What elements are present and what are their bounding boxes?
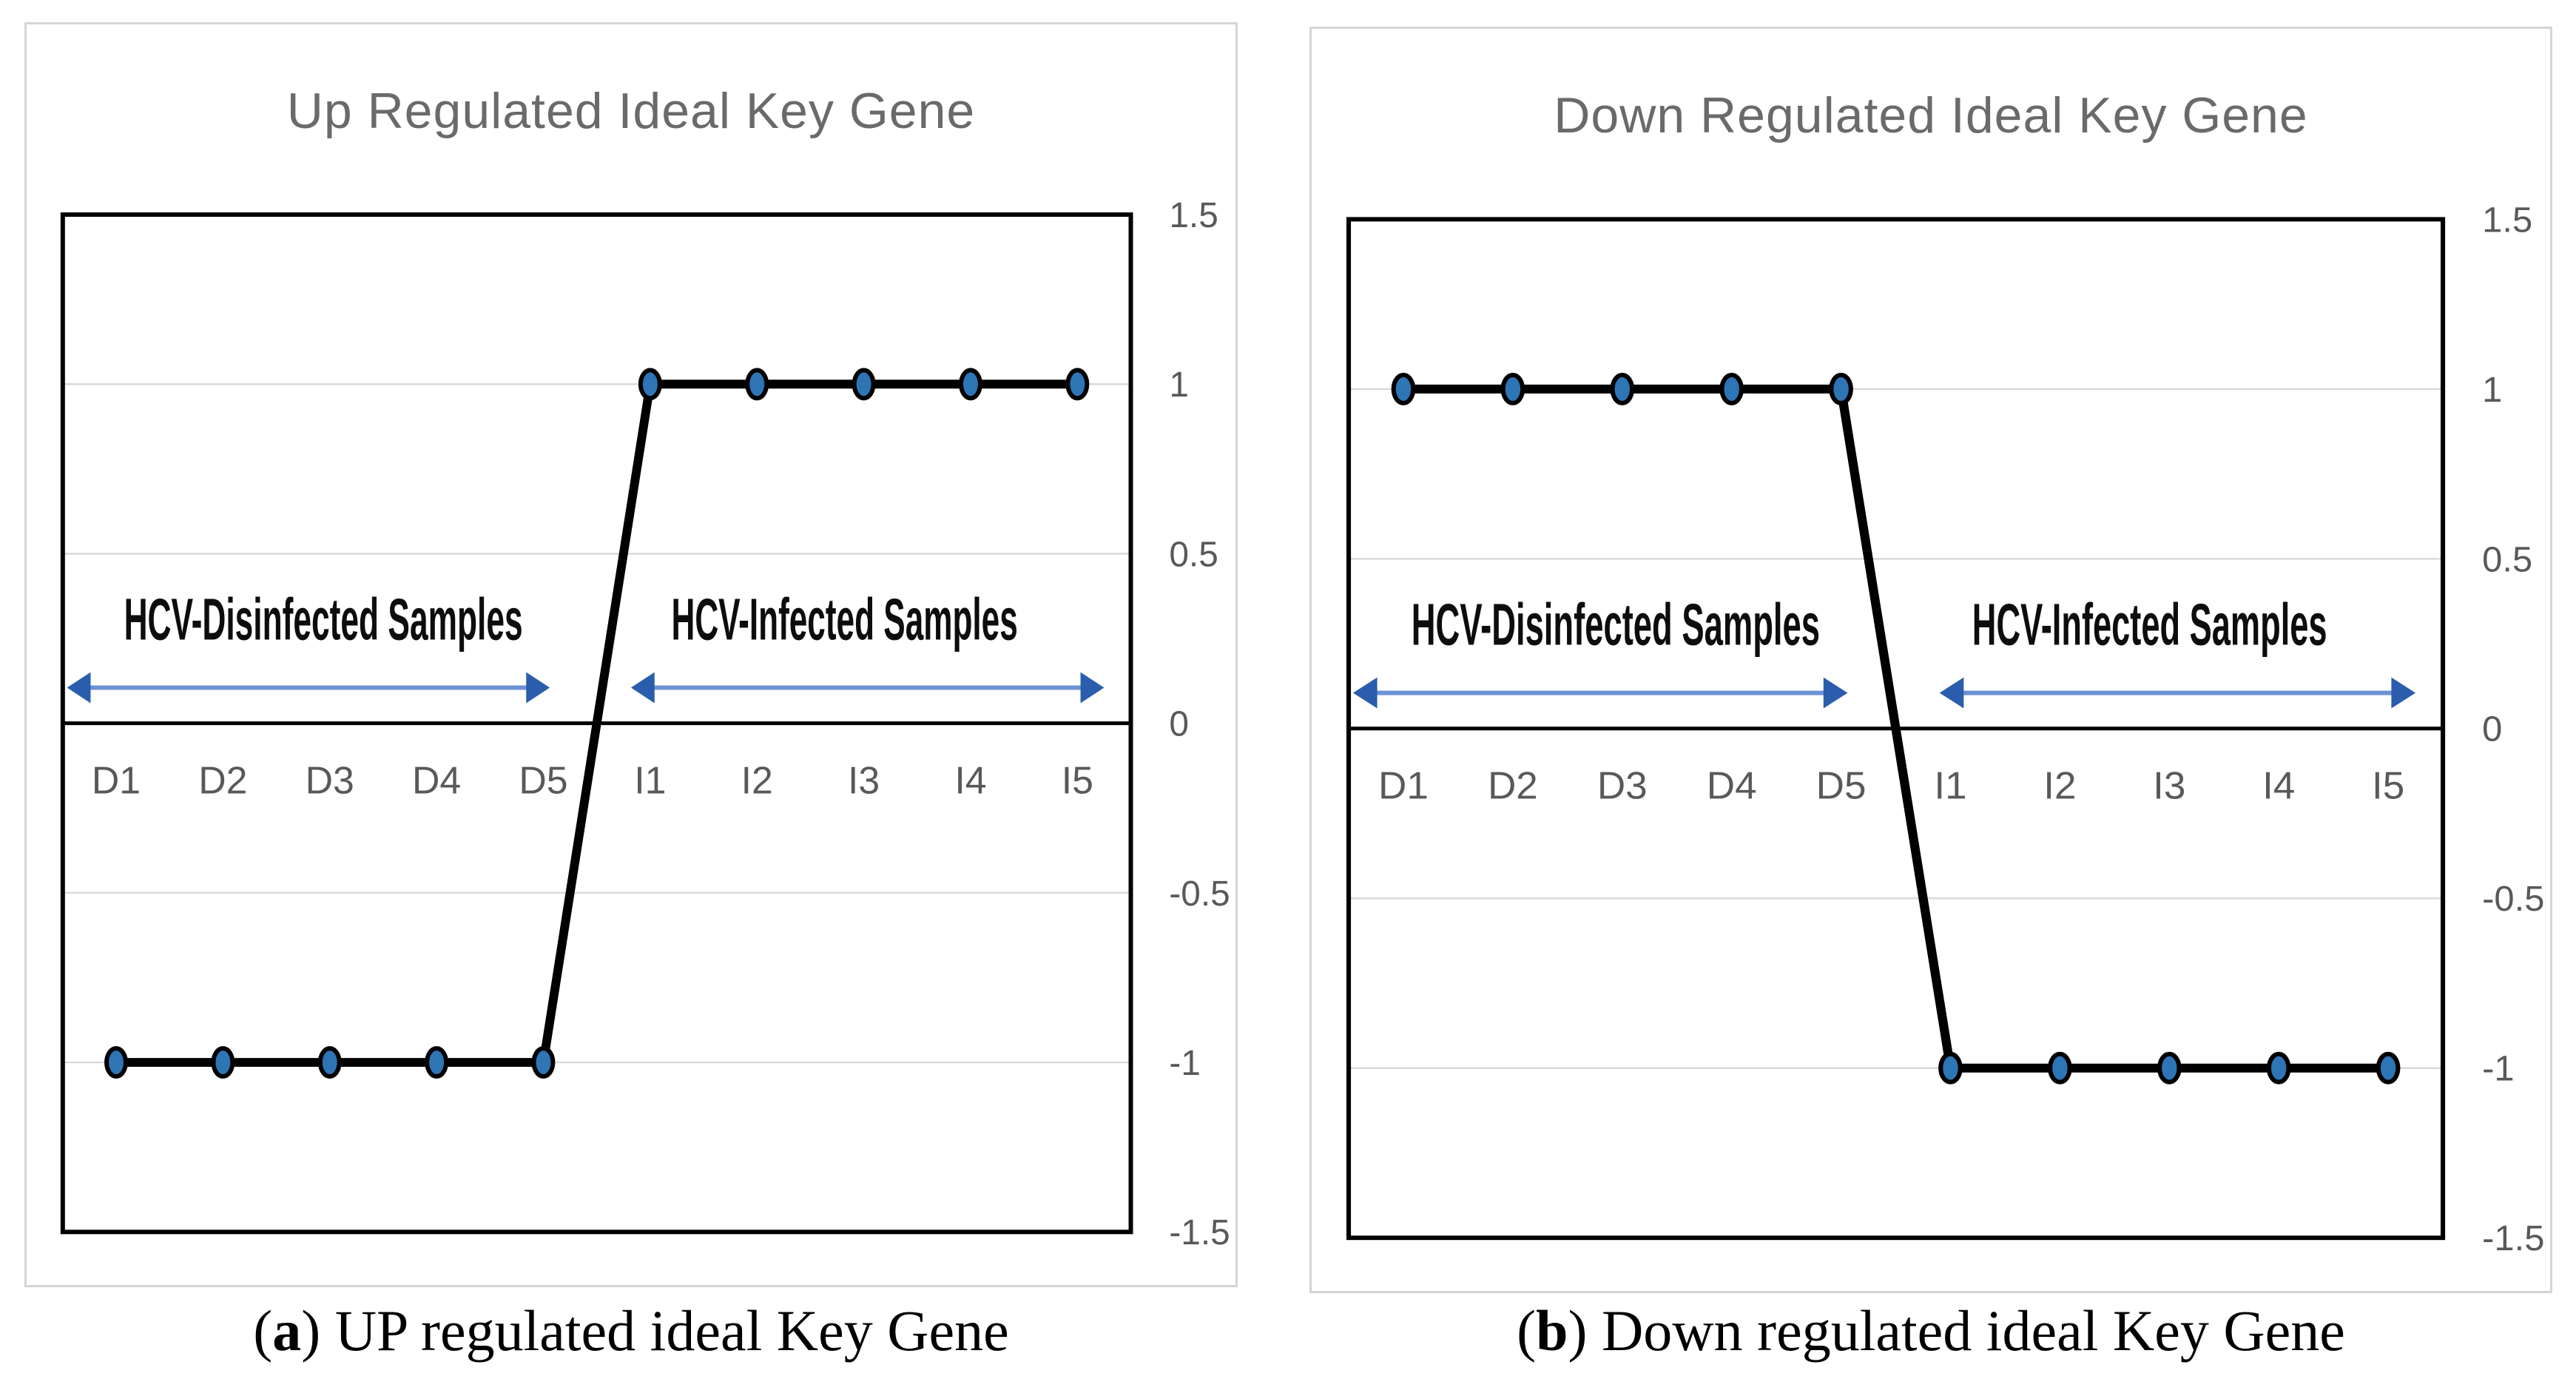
data-point (1829, 372, 1853, 405)
data-point (1938, 1051, 1963, 1085)
plot-border (60, 212, 1133, 1235)
data-point (959, 368, 982, 401)
panel-down-regulated: 1.5 1 0.5 0 -0.5 -1 -1.5 D1 D2 D3 D4 D5 I1 I2 I3 I4 I5 HC… (1309, 27, 2552, 1293)
data-point (425, 1046, 449, 1079)
y-axis-tick-label: -0.5 (2482, 880, 2544, 919)
chart-title-down-regulated: Down Regulated Ideal Key Gene (1554, 87, 2308, 144)
caption-a-label: a (272, 1298, 302, 1363)
x-axis-tick-label: I2 (2043, 764, 2076, 807)
data-point (317, 1046, 342, 1079)
data-line (1403, 384, 2389, 1073)
y-axis-tick-label: 0 (2482, 709, 2502, 749)
annotation-label: HCV-Disinfected Samples (1412, 592, 1820, 658)
y-axis-tick-label: -1.5 (1169, 1213, 1230, 1252)
y-axis-tick-label: 1 (1169, 365, 1189, 405)
arrow-head-left (630, 672, 655, 704)
x-axis-tick-label: D5 (519, 758, 567, 801)
y-axis-tick-label: 1 (2482, 370, 2502, 409)
line-chart-down-regulated: 1.5 1 0.5 0 -0.5 -1 -1.5 D1 D2 D3 D4 D5 I1 I2 I3 I4 I5 HC… (1346, 200, 2545, 1258)
data-point (2157, 1051, 2182, 1085)
data-point (1391, 372, 1416, 405)
arrow-head-right (526, 672, 550, 704)
x-axis-tick-label: D4 (1707, 764, 1757, 807)
x-axis-tick-label: I2 (741, 758, 773, 801)
panel-up-regulated: 1.5 1 0.5 0 -0.5 -1 -1.5 D1 D2 D3 D4 D5 I1 I2 I3 I4 I5 HC… (24, 22, 1238, 1287)
x-axis-tick-label: I3 (848, 758, 880, 801)
data-point (2048, 1051, 2072, 1085)
annotation-label: HCV-Infected Samples (1972, 592, 2327, 658)
caption-b-text: Down regulated ideal Key Gene (1601, 1298, 2345, 1363)
y-axis-tick-label: 0.5 (1169, 535, 1218, 574)
x-axis-tick-label: I3 (2153, 764, 2185, 807)
x-axis-tick-label: D1 (1378, 764, 1429, 807)
x-axis-tick-label: D4 (412, 758, 461, 801)
data-point (1500, 372, 1525, 405)
data-point (1610, 372, 1635, 405)
x-axis-tick-label: D5 (1816, 764, 1867, 807)
caption-b-paren-close: ) (1568, 1298, 1602, 1363)
x-axis-tick-label: D2 (1488, 764, 1538, 807)
x-axis-tick-label: D1 (92, 758, 141, 801)
data-point (531, 1046, 556, 1079)
caption-a: (a) UP regulated ideal Key Gene (24, 1298, 1238, 1364)
arrow-head-right (1080, 672, 1105, 704)
data-point (211, 1046, 235, 1079)
y-axis-tick-label: -1.5 (2482, 1219, 2544, 1258)
arrow-head-right (1823, 677, 1848, 709)
caption-b: (b) Down regulated ideal Key Gene (1309, 1298, 2552, 1364)
data-point (104, 1046, 128, 1079)
y-axis-tick-label: 1.5 (1169, 196, 1218, 235)
data-point (2376, 1051, 2401, 1085)
x-axis-tick-label: I4 (954, 758, 986, 801)
x-axis-tick-label: I4 (2262, 764, 2295, 807)
y-axis-tick-label: 1.5 (2482, 200, 2532, 240)
x-axis-tick-label: I5 (1062, 758, 1093, 801)
line-chart-up-regulated: 1.5 1 0.5 0 -0.5 -1 -1.5 D1 D2 D3 D4 D5 I1 I2 I3 I4 I5 HC… (60, 196, 1230, 1252)
x-axis-tick-label: D3 (1597, 764, 1648, 807)
data-line (116, 380, 1078, 1068)
x-axis-tick-label: D2 (198, 758, 247, 801)
arrow-head-left (1939, 677, 1964, 709)
data-point (745, 368, 769, 401)
chart-title-up-regulated: Up Regulated Ideal Key Gene (286, 83, 976, 139)
data-point (1065, 368, 1090, 401)
caption-a-paren-open: ( (253, 1298, 273, 1363)
x-axis-tick-label: I5 (2372, 764, 2404, 807)
caption-b-label: b (1536, 1298, 1568, 1363)
data-point (1719, 372, 1744, 405)
data-point (2266, 1051, 2291, 1085)
data-point (638, 368, 662, 401)
plot-border (1346, 217, 2446, 1241)
arrow-head-left (67, 672, 91, 704)
data-point (852, 368, 876, 401)
arrow-head-left (1352, 677, 1378, 709)
caption-a-paren-close: ) (301, 1298, 335, 1363)
y-axis-tick-label: -1 (2482, 1049, 2515, 1088)
y-axis-tick-label: 0.5 (2482, 540, 2532, 579)
annotation-label: HCV-Infected Samples (671, 586, 1017, 652)
x-axis-tick-label: D3 (306, 758, 354, 801)
y-axis-tick-label: -0.5 (1169, 874, 1230, 914)
x-axis-tick-label: I1 (1934, 764, 1966, 807)
caption-b-paren-open: ( (1517, 1298, 1537, 1363)
caption-a-text: UP regulated ideal Key Gene (334, 1298, 1009, 1363)
y-axis-tick-label: 0 (1169, 705, 1189, 744)
y-axis-tick-label: -1 (1169, 1044, 1201, 1083)
x-axis-tick-label: I1 (634, 758, 666, 801)
arrow-head-right (2391, 677, 2416, 709)
annotation-label: HCV-Disinfected Samples (124, 586, 523, 652)
